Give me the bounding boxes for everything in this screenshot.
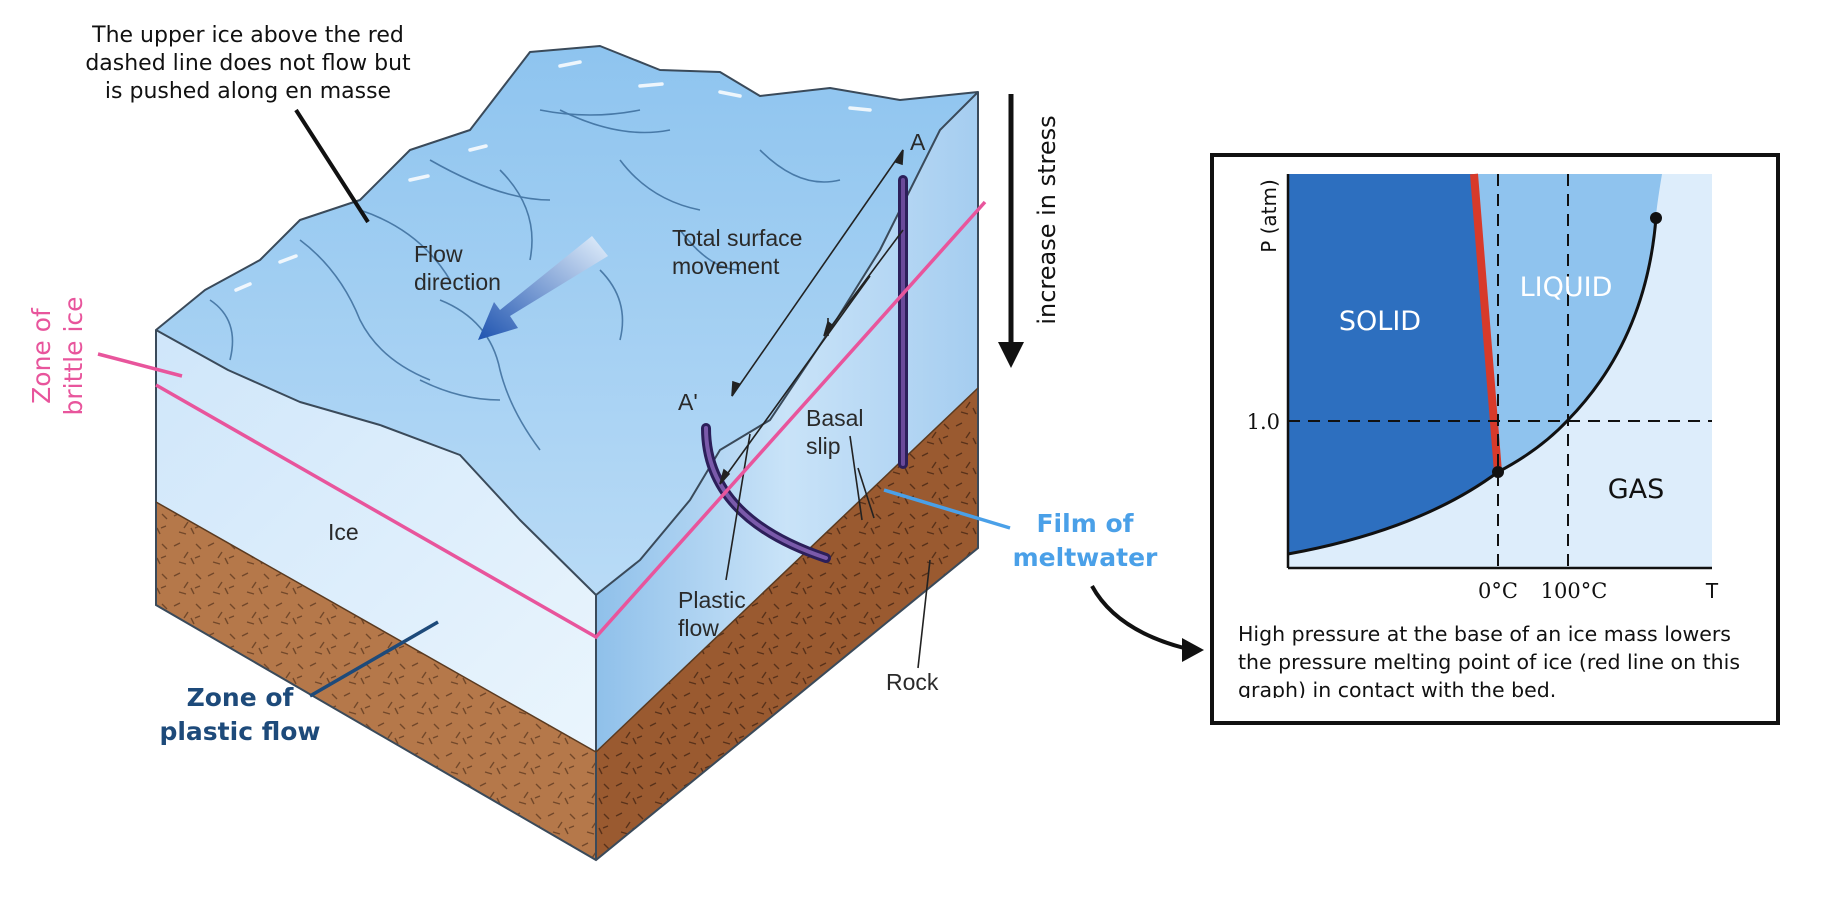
link-arrow-curve bbox=[1090, 585, 1185, 650]
rock-ice-boundary-front bbox=[155, 501, 597, 753]
phase-plot bbox=[1286, 173, 1712, 570]
plastic-flow-label-1: Plastic bbox=[678, 587, 746, 613]
zone-brittle-label-1: Zone of bbox=[27, 307, 56, 404]
rock-label: Rock bbox=[886, 669, 939, 695]
brittle-zone-boundary bbox=[155, 200, 987, 640]
rock-ice-boundary-right bbox=[595, 387, 979, 753]
increase-stress-label: increase in stress bbox=[1033, 115, 1061, 324]
melting-line bbox=[1470, 173, 1502, 473]
film-meltwater-label-1: Film of bbox=[1036, 509, 1134, 538]
block-labels: The upper ice above the red dashed line … bbox=[27, 23, 1158, 746]
basal-slip-label-2: slip bbox=[806, 433, 841, 459]
stress-arrow-head bbox=[998, 342, 1024, 368]
x-tick-label-100c: 100°C bbox=[1541, 579, 1608, 603]
zone-plastic-label-2: plastic flow bbox=[159, 717, 320, 746]
annotation-top-line-2: dashed line does not flow but bbox=[85, 51, 411, 76]
ice-label: Ice bbox=[328, 519, 359, 545]
annotation-top-line-3: is pushed along en masse bbox=[105, 79, 391, 104]
zone-plastic-label-1: Zone of bbox=[187, 683, 295, 712]
plastic-zone-pointer bbox=[309, 620, 439, 698]
solid-region-label: SOLID bbox=[1339, 306, 1421, 337]
flow-direction-label-1: Flow bbox=[414, 241, 463, 267]
y-axis-label: P (atm) bbox=[1257, 179, 1281, 253]
label-leaders bbox=[725, 433, 931, 669]
total-surface-label-1: Total surface bbox=[672, 225, 802, 251]
flow-direction-arrow bbox=[478, 236, 608, 340]
flow-direction-label-2: direction bbox=[414, 269, 501, 295]
label-a-prime: A' bbox=[678, 389, 698, 415]
meltwater-pointer bbox=[883, 488, 1011, 530]
solid-region bbox=[1288, 174, 1498, 554]
vapor-curve bbox=[1287, 217, 1658, 556]
liquid-region-label: LIQUID bbox=[1520, 272, 1613, 303]
annotation-top-line-1: The upper ice above the red bbox=[91, 23, 404, 48]
rock-front-texture bbox=[156, 502, 596, 860]
plastic-flow-curve-core bbox=[704, 426, 828, 560]
x-axis-label: T bbox=[1705, 579, 1719, 603]
brittle-zone-pointer bbox=[97, 352, 183, 378]
zone-brittle-label-2: brittle ice bbox=[59, 296, 88, 415]
gas-region-label: GAS bbox=[1608, 474, 1665, 505]
phase-diagram-panel: SOLID LIQUID GAS P (atm) 1.0 0°C 100°C T bbox=[1210, 153, 1780, 725]
rock-right-texture bbox=[596, 388, 978, 860]
critical-point bbox=[1650, 212, 1662, 224]
label-a: A bbox=[910, 129, 926, 155]
movement-arrows bbox=[719, 149, 904, 485]
basal-slip-label-1: Basal bbox=[806, 405, 864, 431]
plastic-flow-label-2: flow bbox=[678, 615, 719, 641]
annotation-pointer bbox=[294, 108, 370, 224]
ice-front-face bbox=[156, 330, 596, 752]
glacier-block bbox=[97, 45, 1204, 862]
link-arrow-head bbox=[1182, 638, 1204, 662]
triple-point bbox=[1492, 466, 1504, 478]
x-tick-label-0c: 0°C bbox=[1478, 579, 1518, 603]
ice-highlights bbox=[234, 60, 872, 292]
y-tick-label: 1.0 bbox=[1247, 410, 1280, 434]
film-meltwater-label-2: meltwater bbox=[1013, 543, 1158, 572]
phase-diagram-caption: High pressure at the base of an ice mass… bbox=[1238, 622, 1741, 698]
crevasses bbox=[209, 109, 841, 451]
total-surface-label-2: movement bbox=[672, 253, 780, 279]
